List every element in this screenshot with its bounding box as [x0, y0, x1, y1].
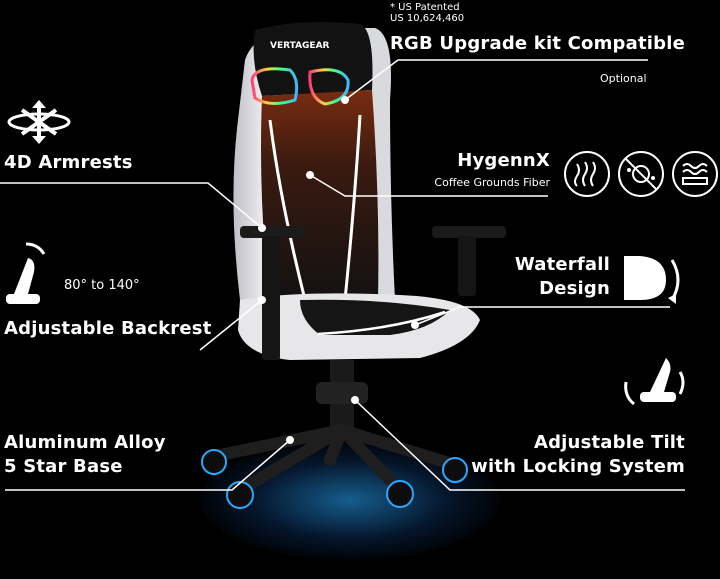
- left-armrest-pad: [240, 226, 306, 238]
- waterfall-icon: [624, 256, 680, 304]
- waterfall-feature-line2: Design: [539, 278, 610, 299]
- base-feature-line1: Aluminum Alloy: [4, 432, 166, 453]
- waterfall-feature-line1: Waterfall: [514, 254, 610, 275]
- odor-control-icon: [672, 151, 718, 197]
- callout-lines: [0, 59, 685, 491]
- rgb-feature-title: RGB Upgrade kit Compatible: [390, 33, 686, 54]
- patent-note-line1: * US Patented: [390, 2, 460, 13]
- headrest: [253, 22, 373, 96]
- antibacterial-icon: [618, 151, 664, 197]
- backrest-piping-right: [343, 114, 362, 301]
- backrest-piping-left: [268, 119, 307, 301]
- recline-icon: [6, 242, 46, 304]
- five-star-base: [214, 424, 461, 496]
- tilt-feature-line1: Adjustable Tilt: [533, 432, 685, 453]
- 4d-arrows-icon: [7, 100, 71, 144]
- hygennx-feature-title: HygennX: [457, 150, 550, 171]
- backrest-feature-title: Adjustable Backrest: [4, 318, 212, 339]
- caster-wheels: [201, 449, 468, 509]
- brand-logo: VERTAGEAR: [270, 41, 330, 51]
- armrests-feature-title: 4D Armrests: [4, 152, 133, 173]
- tilt-feature-line2: with Locking System: [471, 456, 685, 477]
- right-armrest-pad: [432, 226, 506, 238]
- rgb-feature-subtitle: Optional: [600, 72, 647, 85]
- left-armrest-post: [262, 236, 280, 360]
- callout-dots: [258, 96, 419, 444]
- rgb-light-right: [308, 68, 350, 106]
- right-armrest-post: [458, 236, 476, 296]
- hygennx-feature-subtitle: Coffee Grounds Fiber: [434, 176, 550, 189]
- patent-note-line2: US 10,624,460: [390, 13, 465, 24]
- breathable-fabric-icon: [564, 151, 610, 197]
- rgb-light-left: [250, 67, 299, 105]
- tilt-lock-icon: [624, 358, 685, 406]
- base-feature-line2: 5 Star Base: [4, 456, 123, 477]
- backrest-angle-range: 80° to 140°: [64, 278, 140, 293]
